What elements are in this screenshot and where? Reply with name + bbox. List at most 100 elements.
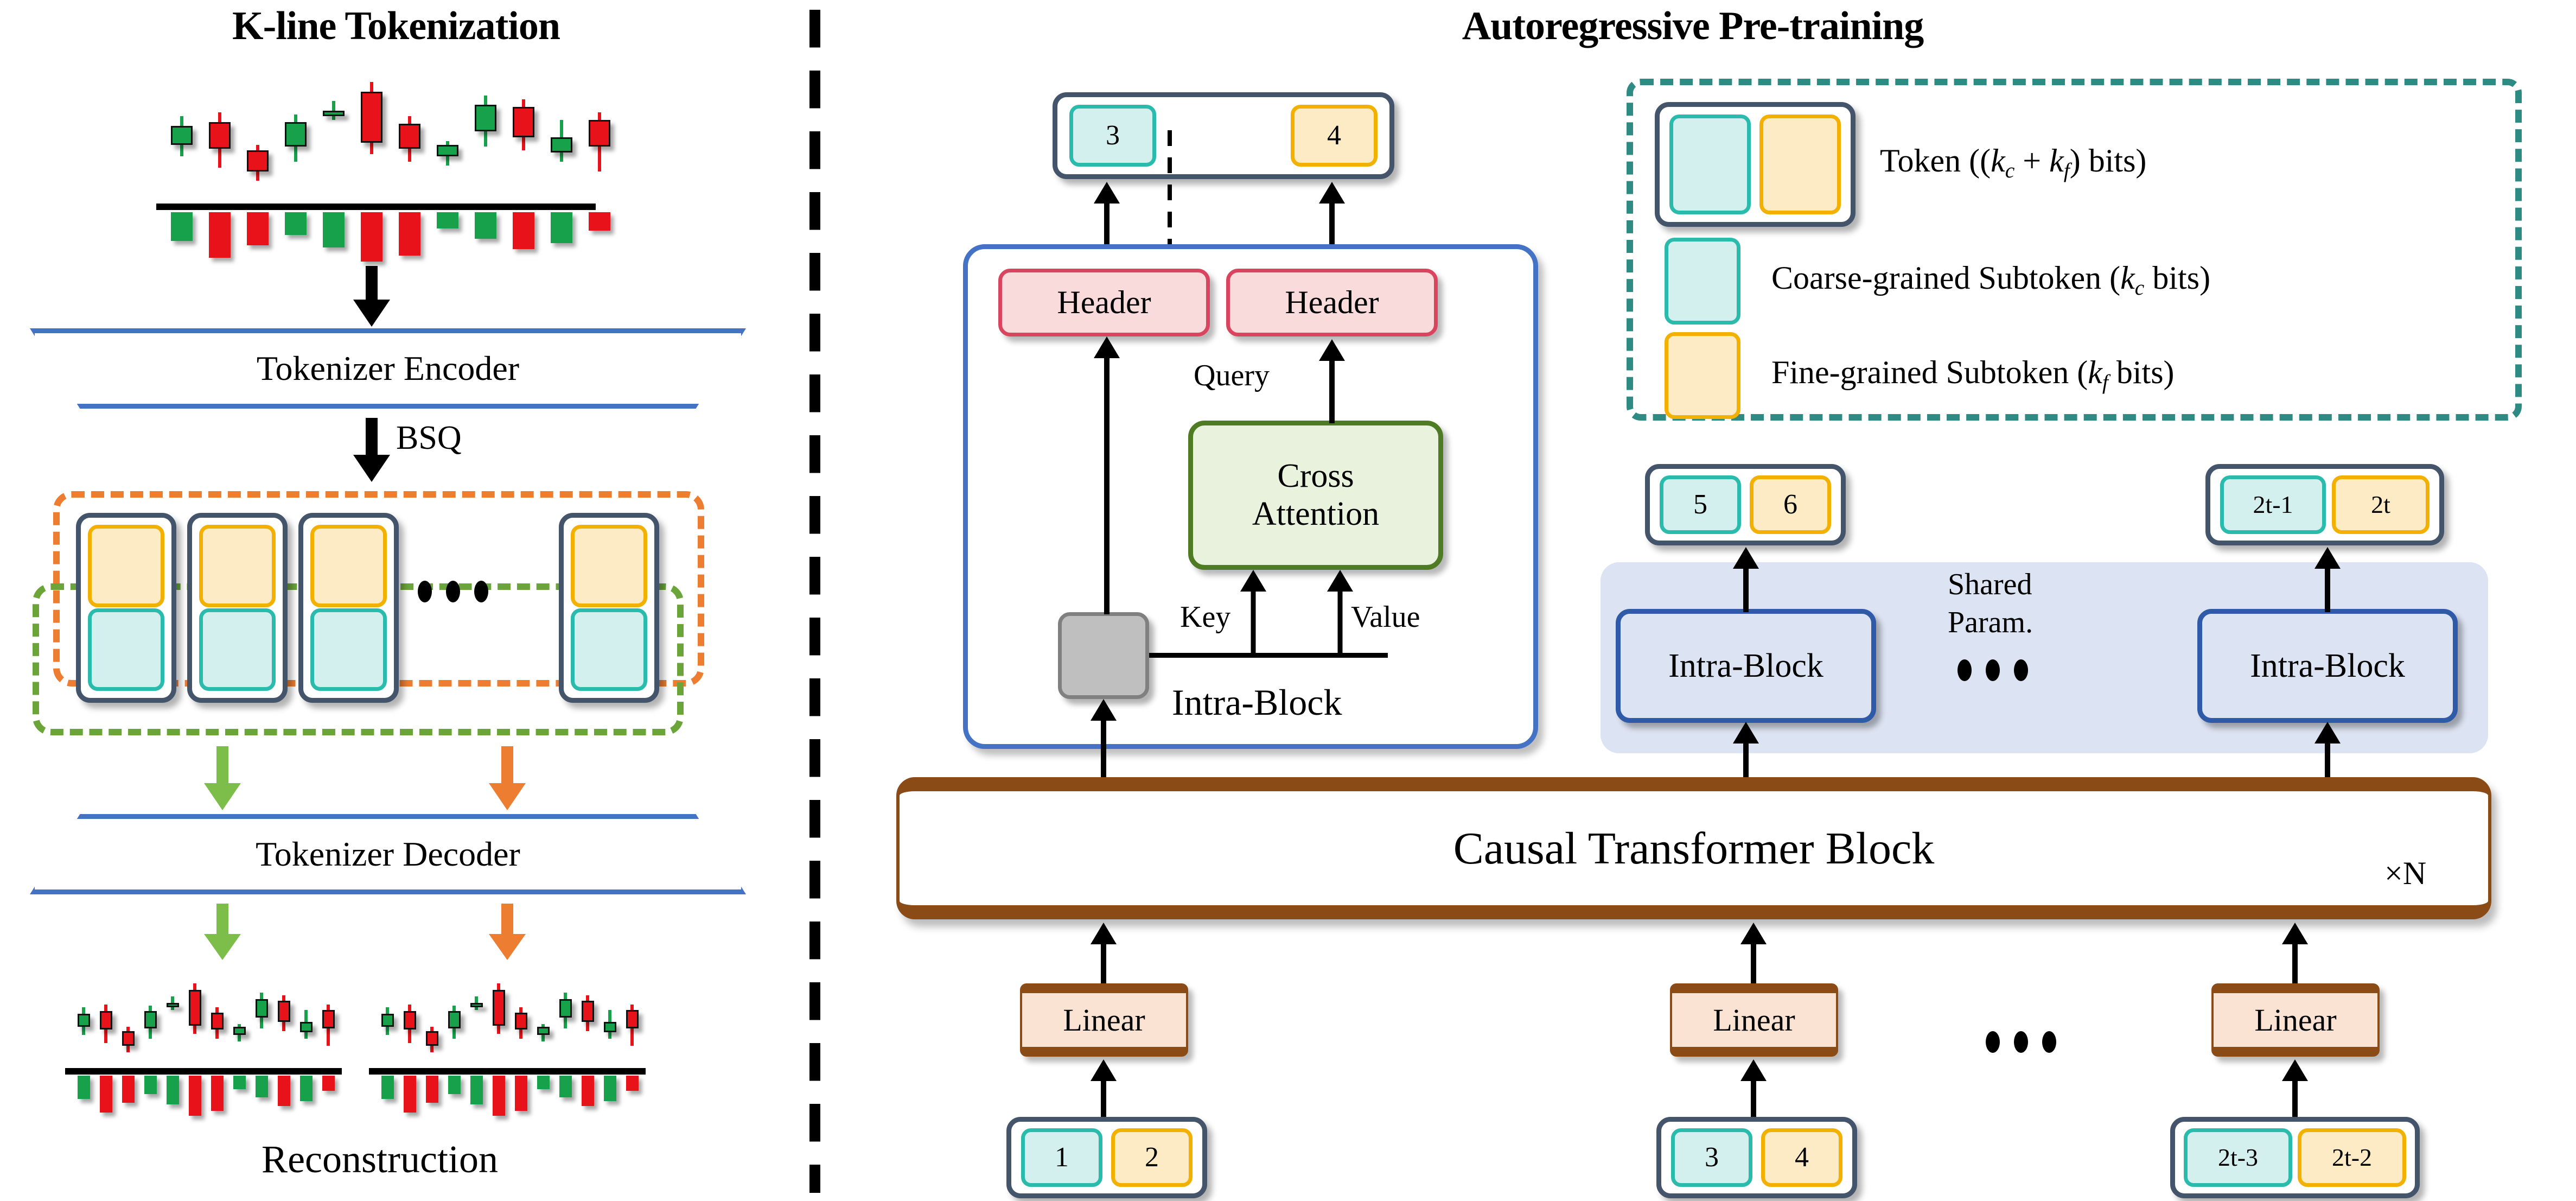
shared-param-label-line1: Shared: [1948, 568, 2032, 601]
input-coarse-subtoken: 2t-3: [2184, 1128, 2292, 1187]
candlestick: [381, 971, 394, 1068]
volume-bar: [582, 1076, 594, 1106]
candle-body: [323, 110, 345, 116]
volume-bar: [493, 1076, 505, 1116]
arrow-fine-to-decoder: [489, 746, 526, 811]
arrow-encoder-to-tokens: [353, 418, 390, 483]
candlestick: [300, 971, 313, 1068]
candle-body: [171, 125, 193, 145]
panel-divider: [809, 10, 820, 1193]
input-coarse-subtoken: 1: [1021, 1128, 1102, 1187]
arrow-value-to-cross: [1327, 570, 1353, 656]
candle-body: [551, 137, 572, 152]
token-stack[interactable]: [298, 513, 399, 703]
intra-block-instance[interactable]: Intra-Block: [2197, 609, 2458, 723]
intra-block-instance-label: Intra-Block: [1668, 647, 1823, 684]
input-coarse-subtoken: 3: [1671, 1128, 1752, 1187]
candlestick: [437, 71, 458, 204]
linear-block[interactable]: Linear: [1670, 983, 1838, 1057]
causal-transformer-block[interactable]: Causal Transformer Block: [896, 777, 2491, 919]
candle-body: [604, 1021, 616, 1033]
volume-bar: [78, 1076, 90, 1100]
intra-block-instance[interactable]: Intra-Block: [1616, 609, 1876, 723]
candle-body: [515, 1012, 527, 1030]
volume-bar: [323, 212, 345, 247]
token-stack[interactable]: [559, 513, 659, 703]
legend-label-fine: Fine-grained Subtoken (kf bits): [1771, 354, 2175, 395]
input-token-pair[interactable]: 1 2: [1006, 1117, 1207, 1198]
header-left-box[interactable]: Header: [998, 269, 1210, 336]
volume-bar: [171, 212, 193, 242]
linear-block[interactable]: Linear: [2211, 983, 2380, 1057]
volume-bar: [626, 1076, 639, 1091]
tokenizer-encoder-label: Tokenizer Encoder: [256, 349, 520, 387]
candle-wick: [475, 996, 479, 1010]
candle-body: [233, 1027, 246, 1035]
legend-fine-chip: [1665, 332, 1740, 419]
candlestick: [171, 71, 193, 204]
volume-bar: [381, 1076, 394, 1100]
tokenizer-encoder-block[interactable]: Tokenizer Encoder: [30, 328, 746, 409]
shared-param-label-line2: Param.: [1948, 606, 2033, 639]
candlestick: [322, 971, 335, 1068]
volume-bar: [211, 1076, 224, 1111]
kline-baseline: [369, 1068, 646, 1075]
candle-body: [582, 1000, 594, 1022]
candlestick: [211, 971, 224, 1068]
arrow-key-to-cross: [1240, 570, 1266, 656]
volume-bar: [559, 1076, 572, 1098]
output-token-pair[interactable]: 5 6: [1645, 464, 1846, 545]
candle-body: [167, 1003, 179, 1008]
candlestick: [515, 971, 527, 1068]
candle-body: [300, 1021, 313, 1033]
output-token-pair[interactable]: 2t-1 2t: [2205, 464, 2444, 545]
arrow-state-to-header-left: [1094, 336, 1120, 614]
coarse-subtoken-chip: [199, 608, 276, 691]
legend-coarse-chip-in-token: [1669, 115, 1751, 214]
candle-body: [470, 1003, 483, 1008]
token-stack-ellipsis: [418, 581, 488, 602]
candlestick: [626, 971, 639, 1068]
reconstruction-chart-right: [369, 971, 651, 1140]
cross-attention-label-line1: Cross: [1277, 457, 1354, 495]
arrow-linear-to-transformer-3: [2282, 923, 2308, 994]
header-right-box[interactable]: Header: [1226, 269, 1438, 336]
arrow-intrablock-to-token-1: [1733, 547, 1759, 612]
arrow-token-to-linear-3: [2282, 1059, 2308, 1123]
candlestick: [167, 971, 179, 1068]
volume-bar: [551, 212, 572, 243]
volume-bar: [515, 1076, 527, 1111]
token-stack[interactable]: [187, 513, 288, 703]
legend-fine-chip-in-token: [1759, 115, 1841, 214]
reconstruction-chart-left: [65, 971, 347, 1140]
arrow-intrablock-to-token-2: [2314, 547, 2341, 612]
output-token-pair[interactable]: 3 4: [1053, 92, 1394, 179]
candlestick: [582, 971, 594, 1068]
candle-body: [589, 120, 610, 147]
volume-bar: [322, 1076, 335, 1091]
linear-block[interactable]: Linear: [1020, 983, 1188, 1057]
value-label: Value: [1351, 600, 1420, 634]
volume-bar: [256, 1076, 268, 1098]
volume-bar: [361, 212, 382, 262]
tokenizer-decoder-block[interactable]: Tokenizer Decoder: [30, 814, 746, 894]
arrow-transformer-to-intrablock-1: [1733, 722, 1759, 787]
candlestick: [448, 971, 461, 1068]
token-stack[interactable]: [76, 513, 176, 703]
volume-bar: [537, 1076, 550, 1089]
volume-bar: [167, 1076, 179, 1104]
input-token-pair[interactable]: 3 4: [1656, 1117, 1857, 1198]
volume-bar: [247, 212, 269, 245]
arrow-chart-to-encoder: [353, 266, 390, 327]
arrow-linear-to-transformer-2: [1740, 923, 1767, 994]
fine-subtoken-chip: [199, 525, 276, 607]
arrow-header-left-to-output: [1094, 182, 1120, 247]
block-state-box[interactable]: [1058, 612, 1149, 699]
candle-body: [404, 1011, 416, 1030]
cross-attention-box[interactable]: Cross Attention: [1188, 421, 1443, 570]
volume-bar: [404, 1076, 416, 1113]
input-token-pair[interactable]: 2t-3 2t-2: [2170, 1117, 2420, 1198]
volume-bar: [189, 1076, 201, 1116]
candle-body: [426, 1031, 438, 1046]
